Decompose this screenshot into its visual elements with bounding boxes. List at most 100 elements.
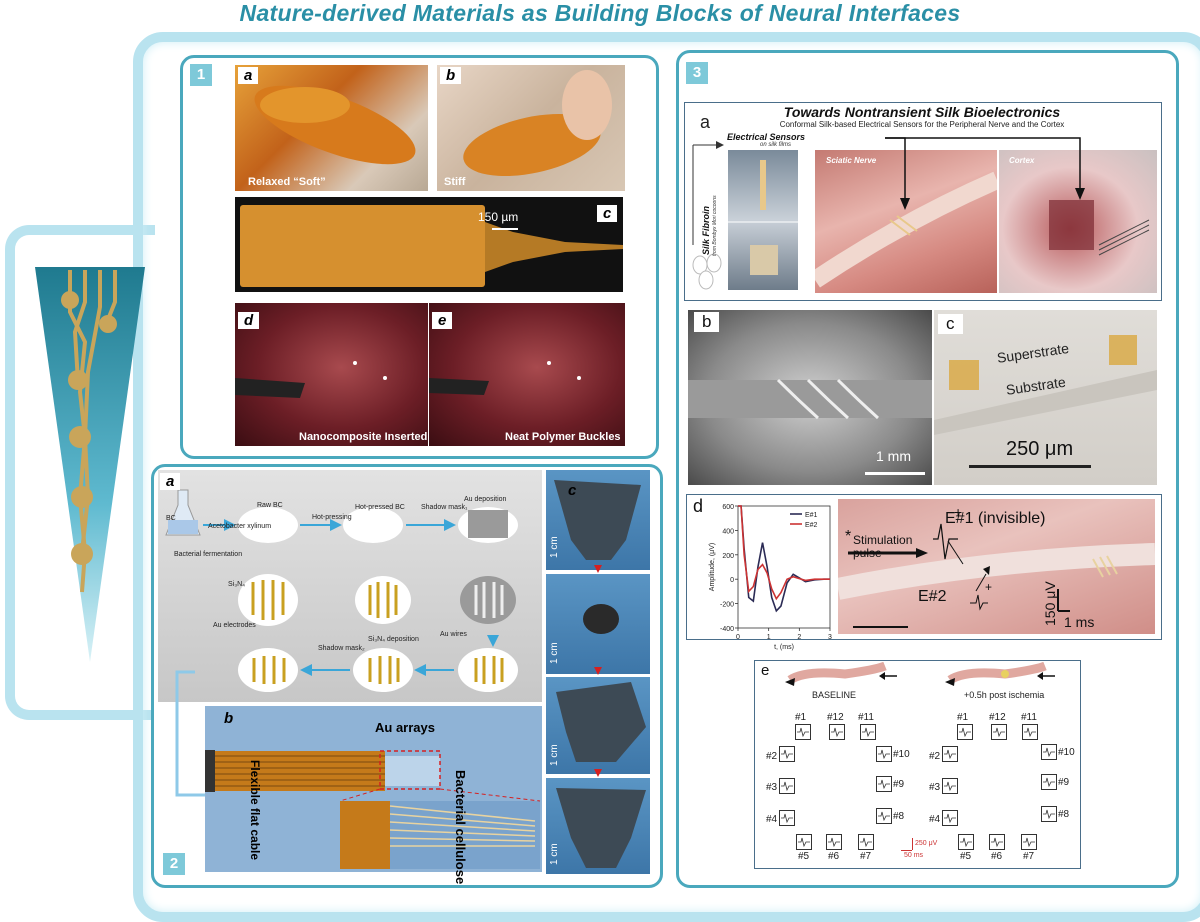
flexible-cable-photo [205,706,542,872]
flow-hot-pressing: Hot-pressing [312,514,352,521]
electrode-trace-i4 [942,810,958,826]
scale-label-3d-time: 1 ms [1064,614,1095,630]
electrode-trace-b2 [779,746,795,762]
sea-cucumber-stiff-photo [437,65,625,191]
y-tick-label-0: 600 [722,504,734,511]
panel-1a-label: a [238,67,259,84]
y-tick-label-2: 200 [722,553,734,560]
label-on-silk-films: on silk films [760,142,792,148]
electrode-trace-b10 [876,746,892,762]
electrode-trace-i1 [957,724,973,740]
brain-surface-photo-neat-polymer [429,303,625,446]
electrode-trace-i9 [1041,774,1057,790]
page-title: Nature-derived Materials as Building Blo… [239,0,961,26]
down-arrow-2 [594,667,602,675]
y-tick-label-5: -400 [720,626,734,633]
scale-label-1c: 150 µm [478,210,519,224]
electrode-label-i4: #4 [929,814,941,825]
scale-label-3c: 250 μm [1006,438,1074,460]
electrode-label-b12: #12 [827,712,844,723]
y-tick-label-4: -200 [720,602,734,609]
electrode-trace-b4 [779,810,795,826]
panel-2b-label: b [224,710,234,727]
electrode-trace-b5 [796,834,812,850]
label-bacterial-cellulose: Bacterial cellulose [453,770,468,885]
x-tick-label-1: 1 [767,634,771,641]
plot-area [737,505,831,629]
down-arrow-1 [594,565,602,573]
scale-label-2c-2: 1 cm [549,642,560,664]
flow-si3n4-deposition: Si₃N₄ deposition [368,636,419,643]
y-tick-label-1: 400 [722,528,734,535]
sea-cucumber-relaxed-photo [235,65,428,191]
electrode-label-i3: #3 [929,782,941,793]
label-flexible-flat-cable: Flexible flat cable [248,760,262,861]
electrode-label-b9: #9 [893,779,905,790]
bc-film-photo-4 [546,778,650,874]
scale-label-2c-3: 1 cm [549,744,560,766]
legend-label-0: E#1 [805,512,818,519]
panel-1-number: 1 [190,64,212,86]
label-sciatic-nerve: Sciatic Nerve [826,156,877,165]
label-e2: E#2 [918,588,947,605]
electrode-trace-b3 [779,778,795,794]
silk-subheading: Conformal Silk-based Electrical Sensors … [779,120,1065,129]
scale-label-3b: 1 mm [876,448,911,464]
flow-au-wires: Au wires [440,631,467,638]
fabrication-flow-diagram [158,470,542,702]
flow-shadow-mask-1: Shadow mask₁ [421,504,468,511]
electrode-trace-b8 [876,808,892,824]
electrode-label-b3: #3 [766,782,778,793]
flow-connector-arrow [175,670,210,800]
scale-label-2c-1: 1 cm [549,536,560,558]
bc-film-photo-3 [546,677,650,774]
sciatic-nerve-photo [815,150,997,293]
panel-3b-label: b [694,312,720,332]
electrode-label-i10: #10 [1058,747,1075,758]
electrode-label-i11: #11 [1021,712,1037,723]
y-axis-label: Amplitude, (μV) [709,543,716,591]
electrode-label-i7: #7 [1023,851,1035,862]
electrode-trace-i7 [1021,834,1037,850]
x-axis-label: t, (ms) [774,644,794,651]
legend-label-1: E#2 [805,522,818,529]
panel-2a-label: a [160,473,181,490]
flow-acetobacter: Acetobacter xylinum [208,523,272,530]
nanocomposite-film-photo [235,197,623,292]
down-arrow-3 [594,769,602,777]
scale-label-3e-voltage: 250 μV [915,840,938,847]
label-pulse: pulse [853,546,882,560]
y-tick-label-3: 0 [730,577,734,584]
electrode-trace-i5 [958,834,974,850]
electrode-label-i6: #6 [991,851,1003,862]
label-cortex: Cortex [1009,156,1035,165]
electrode-label-b2: #2 [766,751,778,762]
flow-si3n4: Si₃N₄ [228,581,245,588]
panel-1d-label: d [238,312,260,329]
electrode-trace-i12 [991,724,1007,740]
scale-bar-3e-v [912,838,913,850]
scale-bar-1c [492,228,518,230]
panel-1c-label: c [597,205,618,222]
scale-bar-3e-t [901,850,912,851]
caption-nanocomposite: Nanocomposite Inserted [299,431,428,443]
electrode-label-b1: #1 [795,712,807,723]
electrode-label-b11: #11 [858,712,874,723]
label-stimulation: Stimulation [853,533,913,547]
electrode-trace-b11 [860,724,876,740]
electrode-trace-b7 [858,834,874,850]
caption-neat-polymer: Neat Polymer Buckles [505,431,621,443]
electrode-trace-b9 [876,776,892,792]
flow-bc: BC [166,515,176,522]
scale-bar-3c [969,465,1091,468]
silk-pointer-arrows [885,137,1085,210]
electrode-trace-i10 [1041,744,1057,760]
panel-3d-label: d [693,496,704,516]
nerve-diagrams [785,662,1055,686]
silk-wrap-micrograph [688,310,932,485]
flow-au-deposition: Au deposition [464,496,507,503]
panel-2c-label: c [568,482,577,499]
electrode-label-b8: #8 [893,811,905,822]
electrode-label-b4: #4 [766,814,778,825]
